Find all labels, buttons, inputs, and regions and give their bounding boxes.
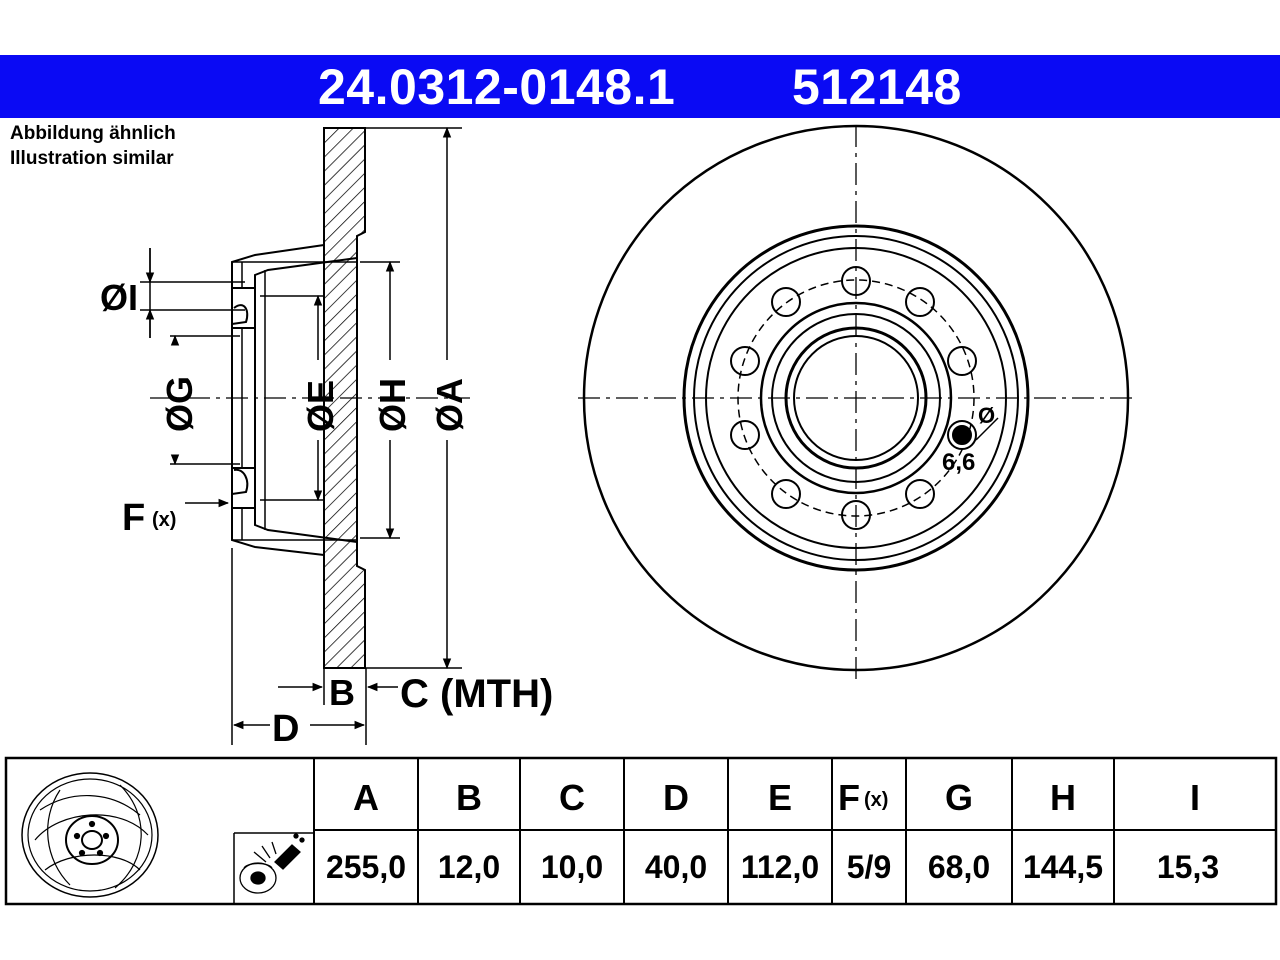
table-headers: A B C D E F (x) G H I: [353, 777, 1200, 818]
header-F: F: [838, 777, 860, 818]
header-A: A: [353, 777, 379, 818]
header-B: B: [456, 777, 482, 818]
value-B: 12,0: [438, 849, 500, 885]
spec-table: [4, 756, 1278, 906]
table-values: 255,0 12,0 10,0 40,0 112,0 5/9 68,0 144,…: [326, 849, 1219, 885]
part-number: 24.0312-0148.1: [318, 59, 676, 115]
header-G: G: [945, 777, 973, 818]
value-I: 15,3: [1157, 849, 1219, 885]
note-english: Illustration similar: [10, 148, 174, 169]
spray-can-icon: [233, 832, 314, 904]
header-I: I: [1190, 777, 1200, 818]
value-D: 40,0: [645, 849, 707, 885]
center-bore: [784, 326, 928, 470]
hole-symbol: Ø: [978, 403, 995, 428]
side-dimensions: [140, 126, 462, 745]
header-C: C: [559, 777, 585, 818]
label-dim-H: ØH: [372, 378, 413, 432]
label-dim-F-sub: (x): [152, 509, 176, 531]
header-bar: [0, 55, 1280, 118]
disc-outer-edge: [582, 124, 1130, 672]
value-A: 255,0: [326, 849, 406, 885]
label-dim-F: F: [122, 497, 145, 539]
label-dim-A: ØA: [429, 378, 470, 432]
value-C: 10,0: [541, 849, 603, 885]
label-dim-C: C (MTH): [400, 672, 553, 716]
header-E: E: [768, 777, 792, 818]
value-G: 68,0: [928, 849, 990, 885]
label-dim-E: ØE: [300, 380, 341, 432]
label-dim-G: ØG: [159, 376, 200, 432]
hole-size: 6,6: [942, 449, 975, 476]
label-dim-I: ØI: [100, 277, 138, 318]
header-H: H: [1050, 777, 1076, 818]
header-F-sub: (x): [864, 789, 888, 811]
value-F: 5/9: [847, 849, 891, 885]
locating-hole: [952, 425, 972, 445]
side-section-view: [150, 127, 470, 669]
note-german: Abbildung ähnlich: [10, 123, 176, 144]
label-dim-D: D: [272, 708, 299, 750]
label-dim-B: B: [329, 672, 355, 713]
header-D: D: [663, 777, 689, 818]
reference-number: 512148: [792, 59, 962, 115]
value-E: 112,0: [741, 849, 819, 885]
front-view: [578, 124, 1135, 680]
brake-disc-icon: [21, 772, 159, 898]
value-H: 144,5: [1023, 849, 1103, 885]
